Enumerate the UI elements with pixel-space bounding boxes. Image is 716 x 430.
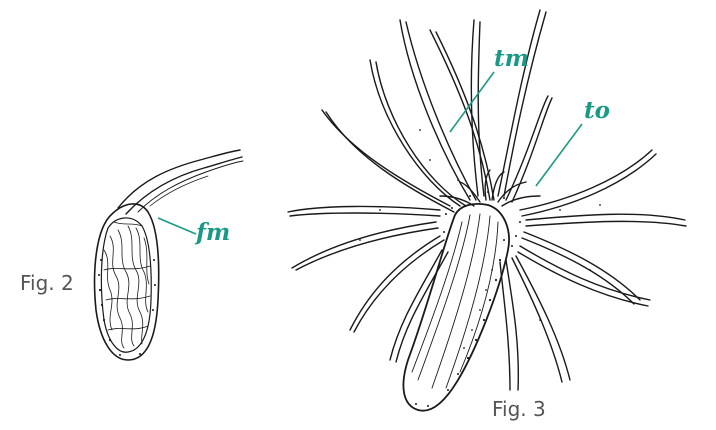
to-leader-line xyxy=(535,123,583,187)
fig2-drawing xyxy=(93,149,244,361)
fig2-caption: Fig. 2 xyxy=(20,271,74,295)
fm-label: fm xyxy=(194,219,230,246)
fm-leader-line xyxy=(157,217,197,235)
to-label: to xyxy=(584,97,610,124)
tm-label: tm xyxy=(494,45,529,72)
fig3-drawing xyxy=(287,9,687,412)
tm-leader-line xyxy=(449,71,495,133)
fig3-caption: Fig. 3 xyxy=(492,397,546,421)
